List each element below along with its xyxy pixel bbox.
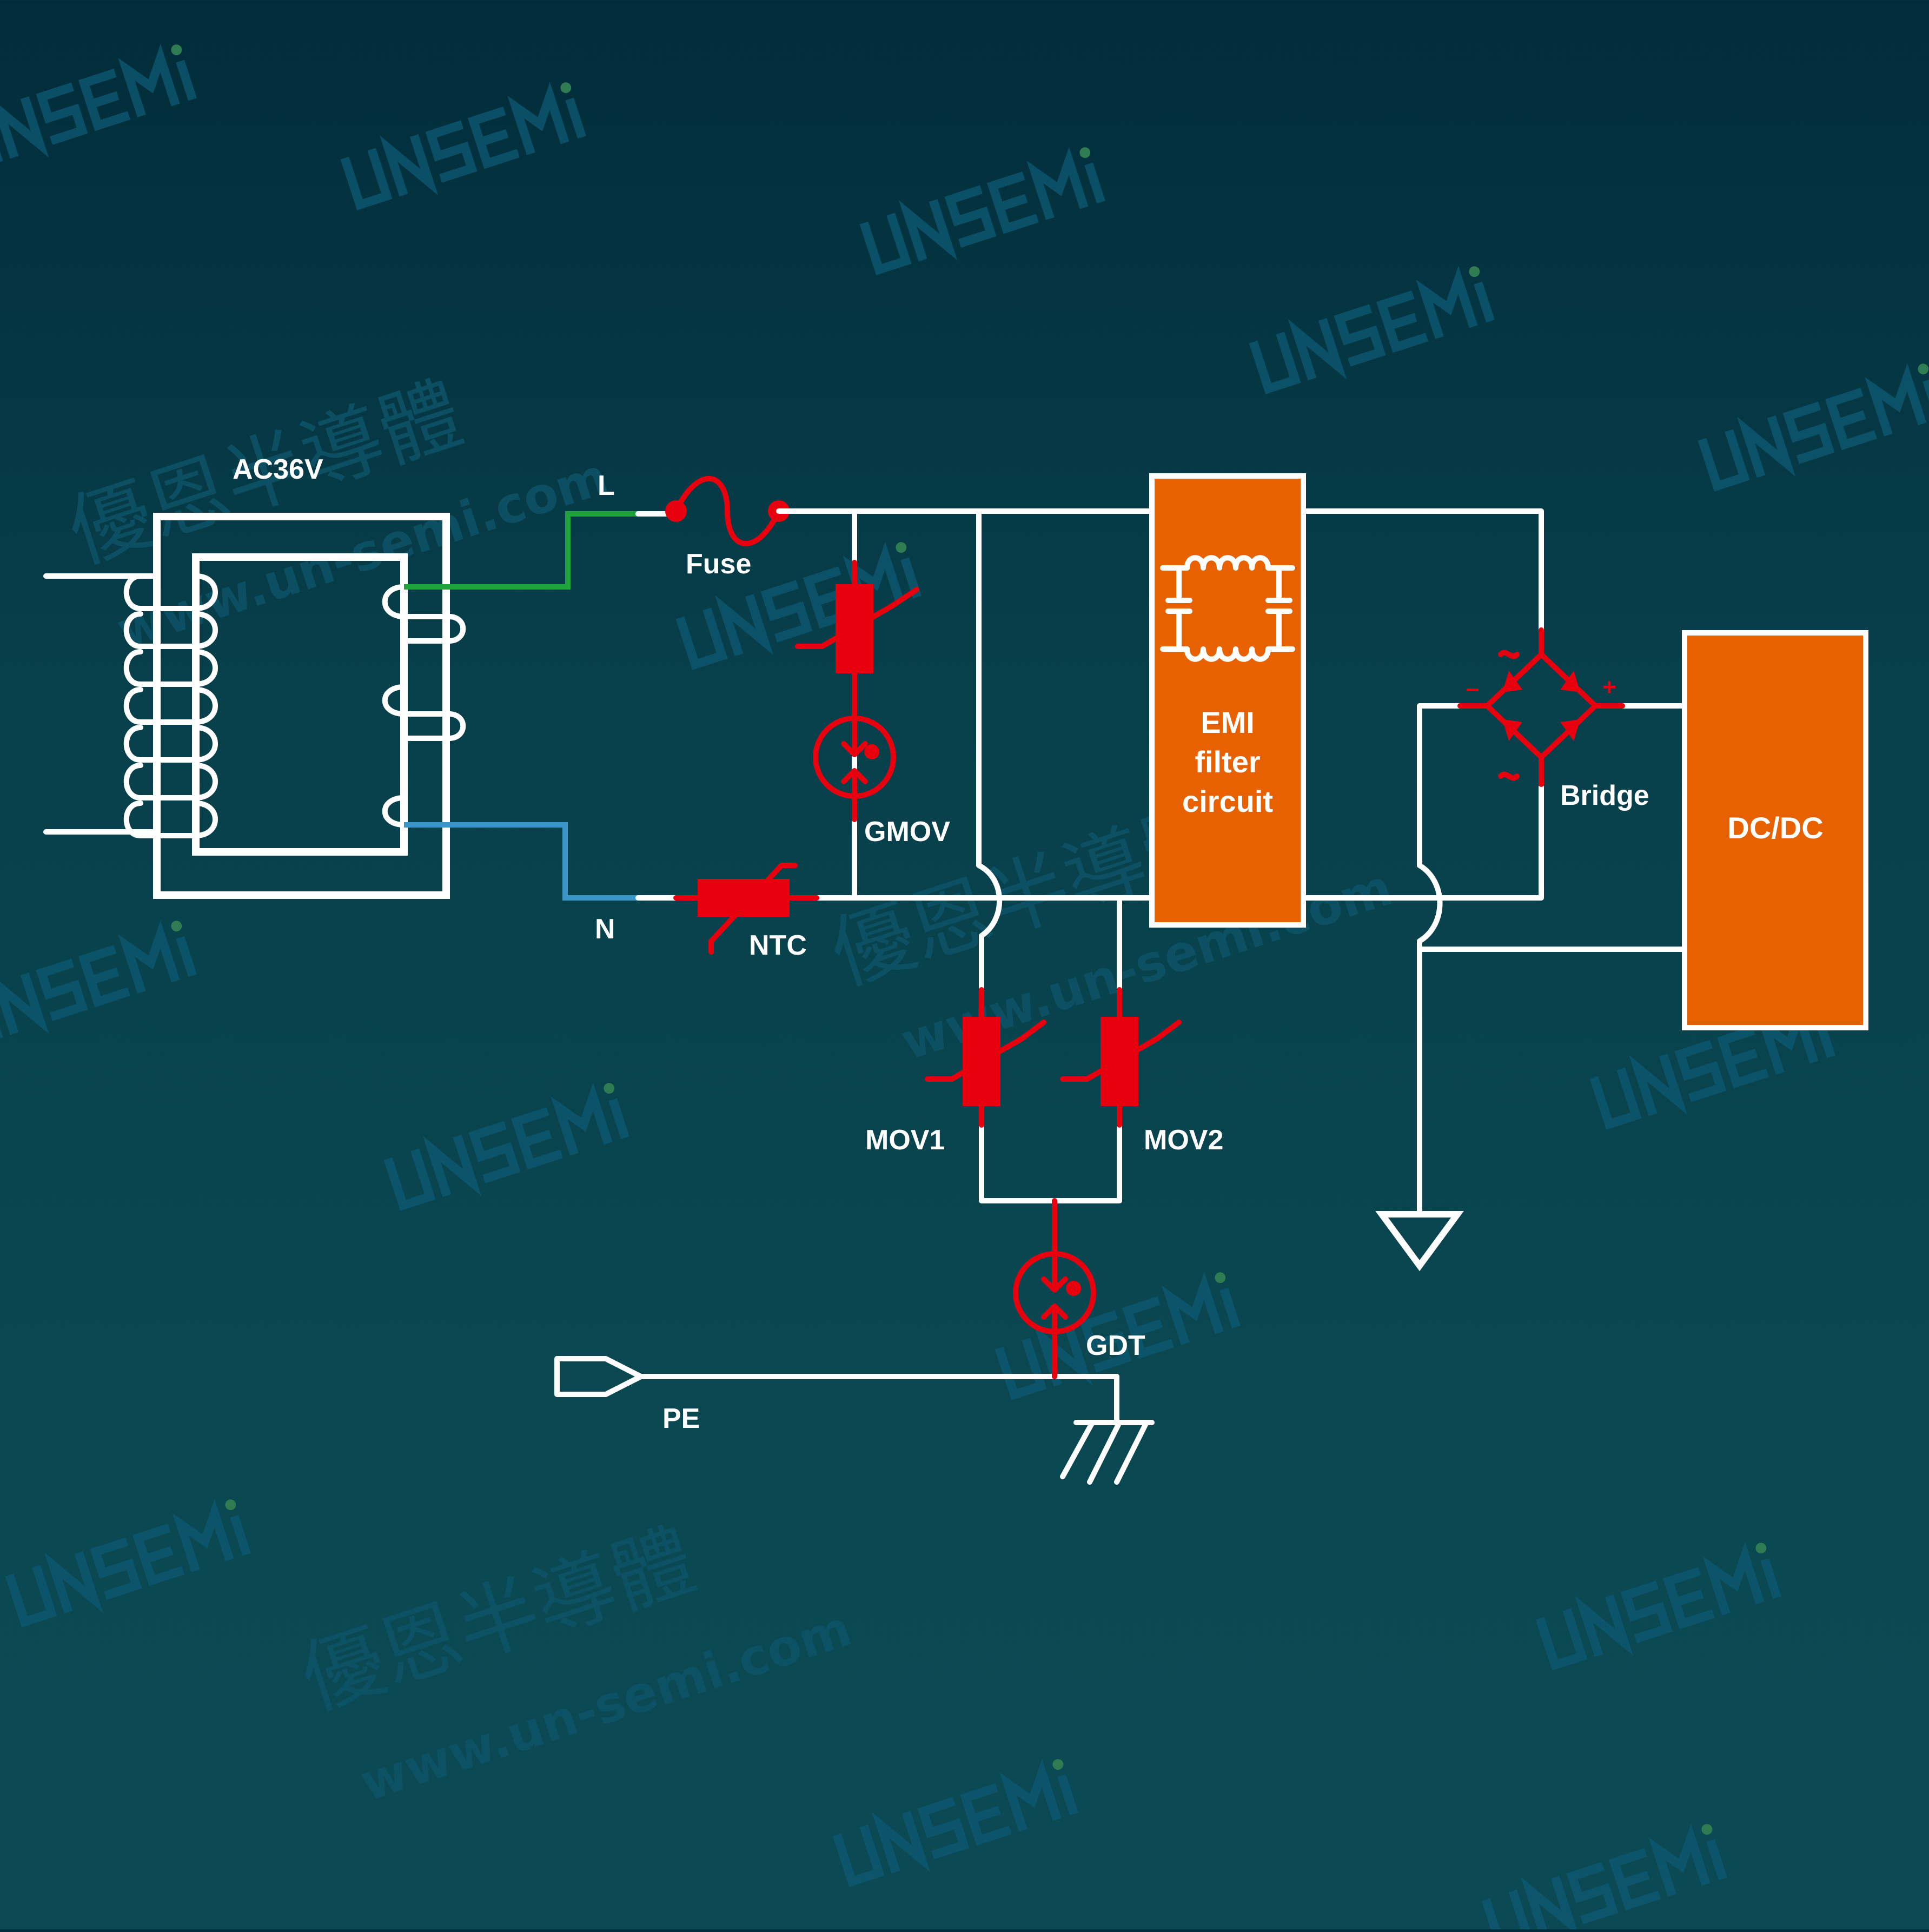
watermark-layer: 優恩半導體 www.un-semi.com 優恩半導體 www.un-semi.… xyxy=(0,43,1929,1929)
watermark-logo xyxy=(836,1758,1078,1882)
varistor-icon xyxy=(925,987,1046,1128)
fuse-icon xyxy=(665,476,790,546)
rectifier-bridge-icon xyxy=(1457,627,1625,787)
fuse-label: Fuse xyxy=(686,548,751,580)
dcdc-label: DC/DC xyxy=(1727,811,1823,845)
gas-discharge-tube-icon xyxy=(813,671,896,822)
watermark-logo xyxy=(343,81,586,205)
bridge-plus-sign: + xyxy=(1602,674,1616,700)
filter-icon xyxy=(1160,555,1295,662)
varistor-icon xyxy=(1060,987,1182,1128)
transformer-icon xyxy=(43,513,466,899)
emi-filter-block: EMI filter circuit xyxy=(1149,473,1306,928)
ground-icon xyxy=(1375,1211,1464,1272)
watermark-logo xyxy=(1484,1823,1727,1929)
watermark-logo xyxy=(0,919,196,1043)
emi-label-line2: filter xyxy=(1195,745,1260,779)
gmov-label: GMOV xyxy=(864,816,950,848)
chassis-ground-icon xyxy=(1060,1420,1155,1485)
watermark-logo xyxy=(1252,265,1494,389)
neutral-label: N xyxy=(595,914,615,945)
mov2-label: MOV2 xyxy=(1144,1124,1223,1156)
watermark-logo xyxy=(1539,1541,1781,1665)
line-wire xyxy=(404,511,638,590)
gdt-label: GDT xyxy=(1086,1330,1145,1361)
mov1-label: MOV1 xyxy=(865,1124,945,1156)
watermark-logo xyxy=(8,1498,250,1622)
ntc-label: NTC xyxy=(749,930,807,961)
ac-source-label: AC36V xyxy=(233,454,323,485)
emi-label-line1: EMI xyxy=(1201,705,1255,739)
varistor-icon xyxy=(795,560,919,673)
bridge-label: Bridge xyxy=(1560,780,1649,811)
watermark-logo xyxy=(1701,362,1929,486)
watermark-logo xyxy=(863,146,1105,270)
emi-label-line3: circuit xyxy=(1182,784,1273,818)
neutral-wire xyxy=(404,822,638,901)
pe-label: PE xyxy=(662,1403,700,1434)
bridge-minus-sign: − xyxy=(1466,677,1480,703)
gas-discharge-tube-icon xyxy=(1013,1198,1096,1379)
plug-icon xyxy=(554,1356,644,1397)
dcdc-block: DC/DC xyxy=(1682,630,1868,1030)
watermark-logo xyxy=(0,43,196,167)
ntc-thermistor-icon xyxy=(673,863,819,955)
watermark-logo xyxy=(387,1082,629,1206)
line-label: L xyxy=(598,470,615,501)
